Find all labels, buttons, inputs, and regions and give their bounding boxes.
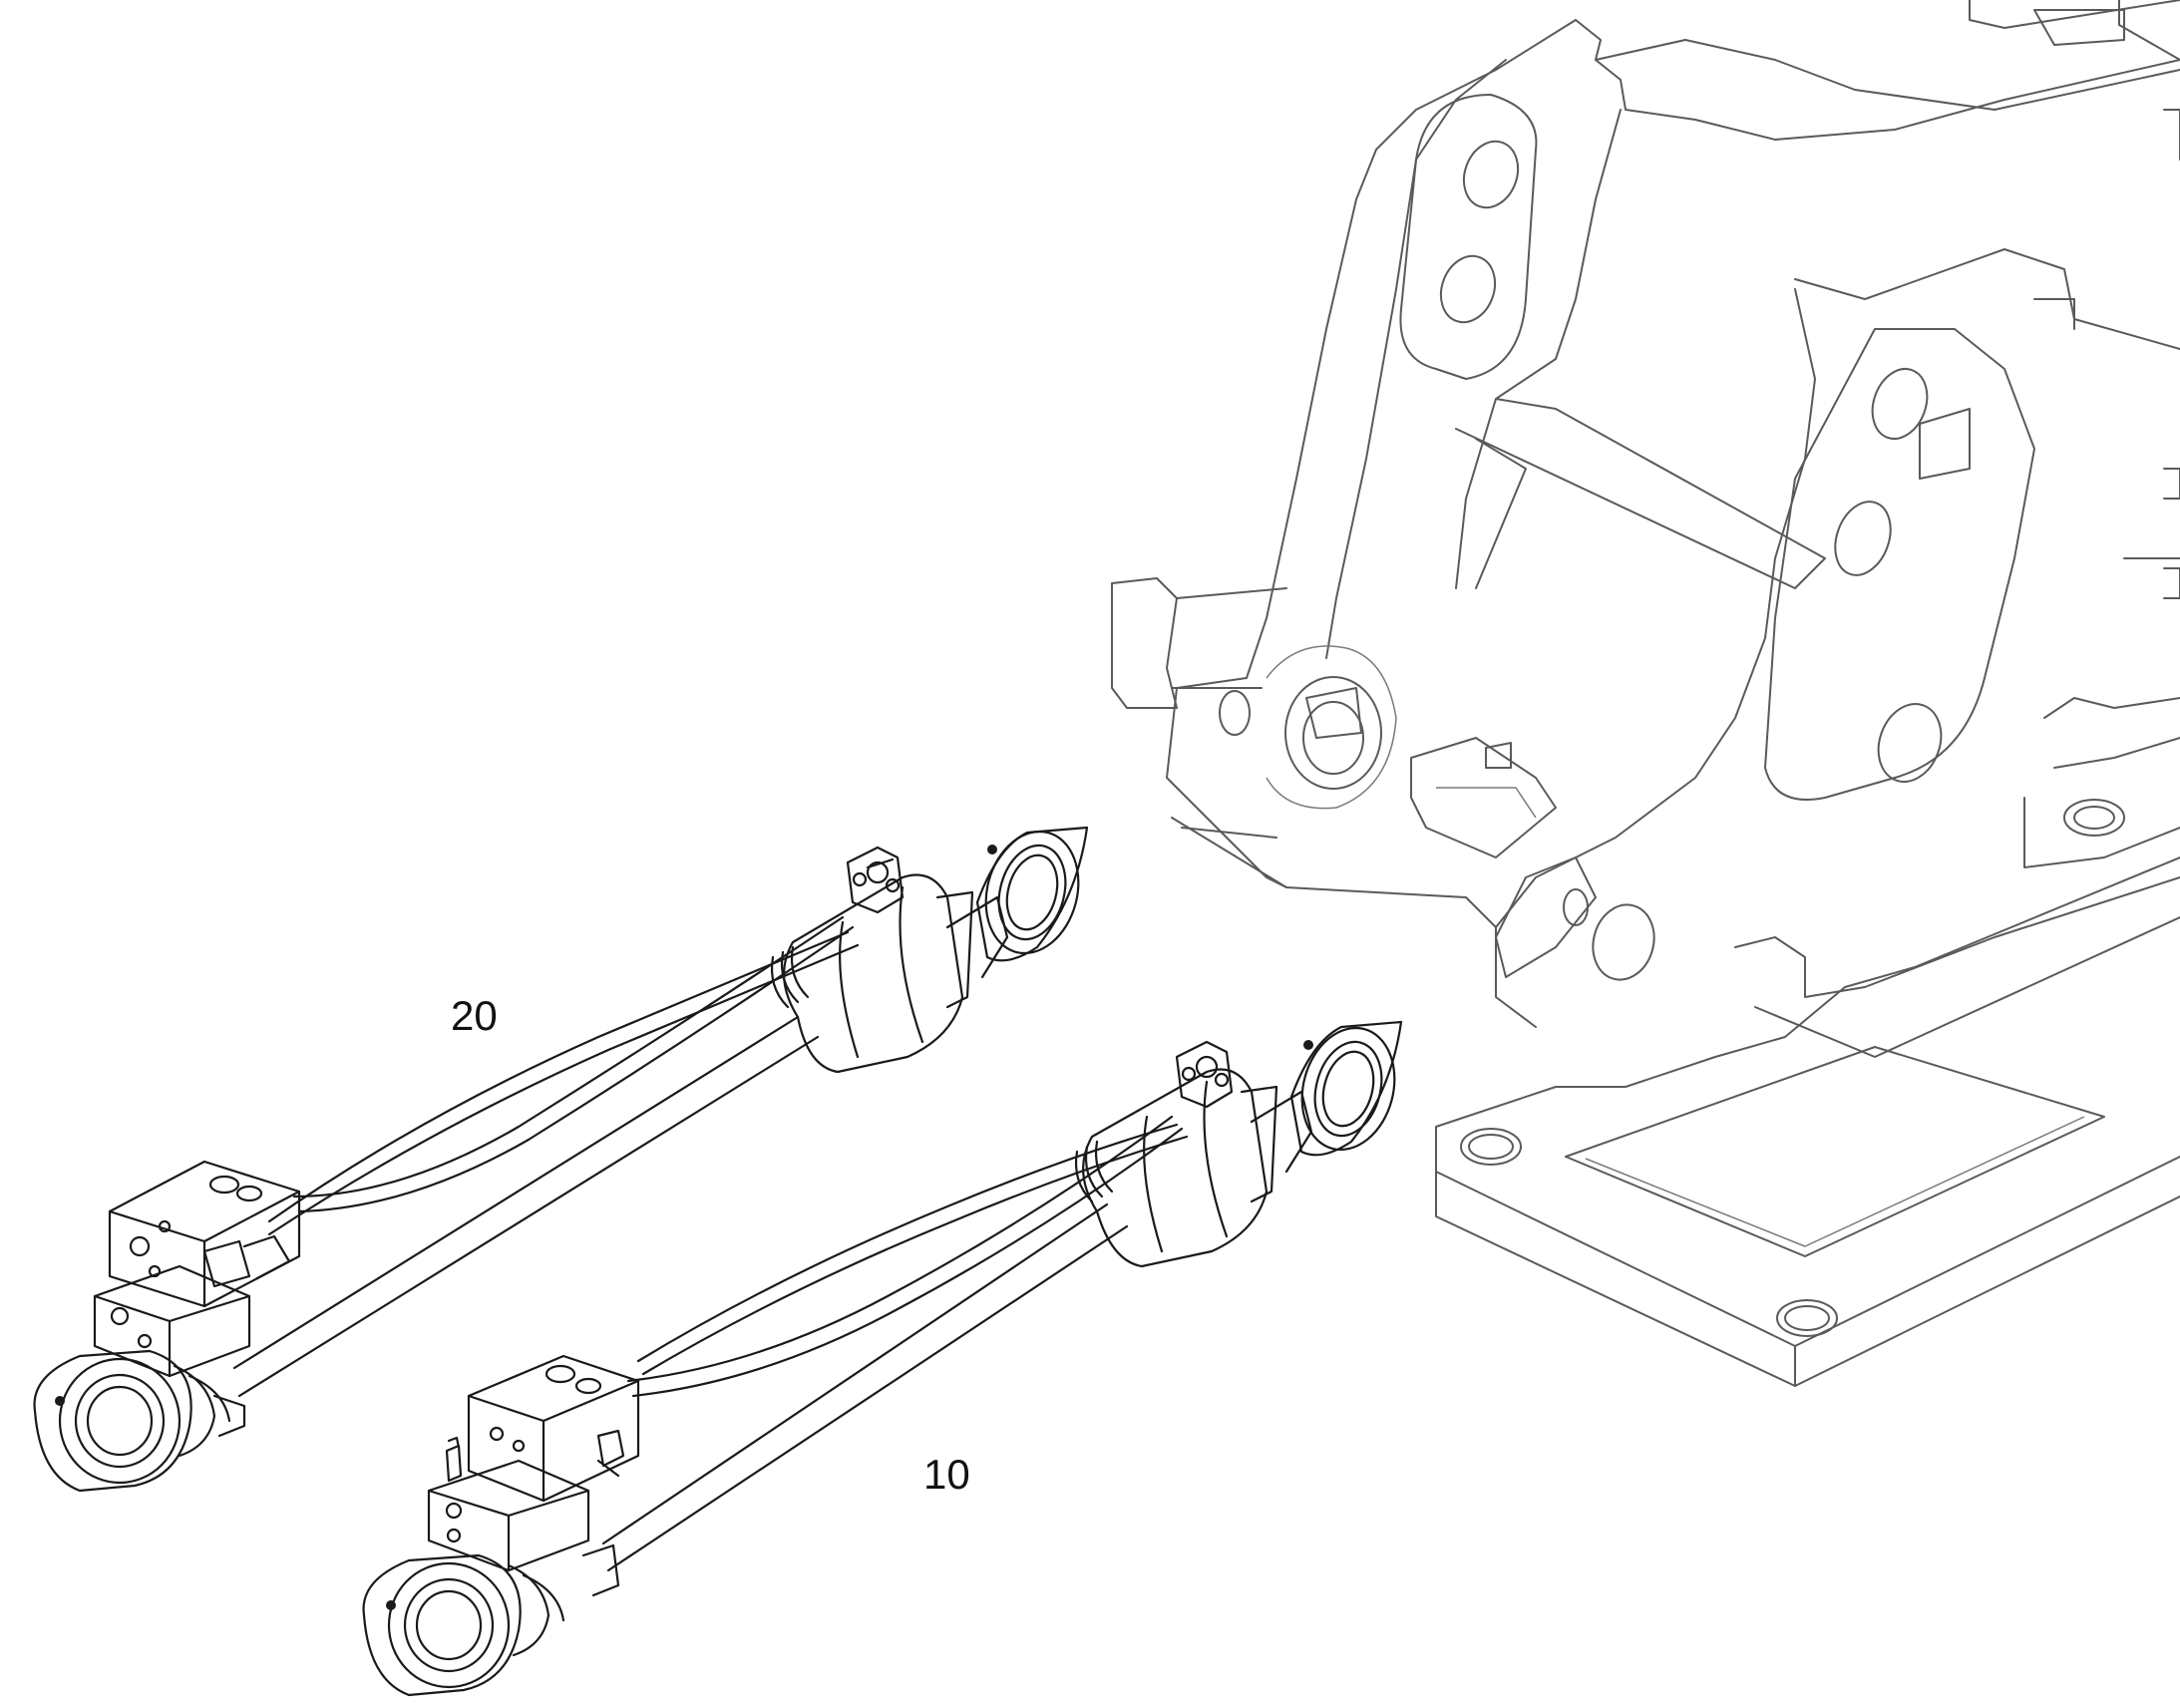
- hydraulic-cylinder-upper-icon: [33, 826, 1089, 1493]
- callout-label-20: 20: [451, 992, 498, 1039]
- callout-label-10: 10: [923, 1451, 970, 1498]
- hydraulic-cylinder-lower-icon: [362, 1020, 1403, 1697]
- machine-frame-icon: [1111, 0, 2180, 1387]
